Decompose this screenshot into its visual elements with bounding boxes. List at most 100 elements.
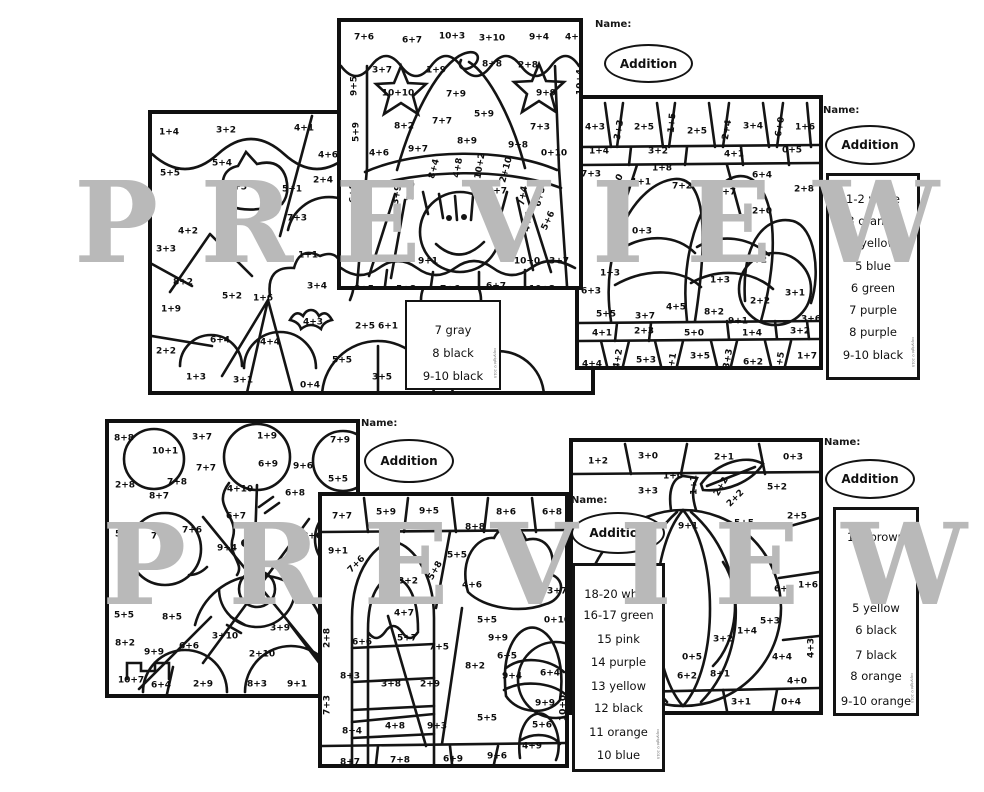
addition-label: Addition (841, 138, 899, 152)
candy-corn-icon (607, 177, 705, 323)
math-problem: 0+10 (543, 615, 569, 626)
math-problem: 0+3 (631, 226, 653, 237)
math-problem: 10+3 (528, 284, 556, 290)
math-problem: 5+5 (700, 231, 722, 242)
legend-item: 8 purple (849, 325, 897, 339)
math-problem: 7+5 (428, 642, 450, 653)
math-problem: 7+6 (181, 525, 203, 536)
math-problem: 7+7 (150, 531, 172, 542)
math-problem: 8+2 (464, 661, 486, 672)
math-problem: 5+9 (473, 109, 495, 120)
math-problem: 3+2 (647, 146, 669, 157)
math-problem: 9+1 (327, 546, 349, 557)
math-problem: 1+9 (160, 304, 182, 315)
math-problem: 2+9 (419, 679, 441, 690)
math-problem: 8+3 (339, 671, 361, 682)
math-problem: 6+8 (541, 507, 563, 518)
math-problem: 2+0 (751, 206, 773, 217)
math-problem: 1+6 (797, 580, 819, 591)
math-problem: 4+3 (806, 637, 817, 659)
math-problem: 1+4 (741, 328, 763, 339)
math-problem: 8+2 (703, 307, 725, 318)
math-problem: 6+7 (225, 511, 247, 522)
math-problem: 3+2 (789, 326, 811, 337)
legend-item: 13 yellow (590, 679, 646, 693)
math-problem: 3+10 (478, 33, 506, 44)
math-problem: 7+7 (195, 463, 217, 474)
math-problem: 3+3 (721, 348, 736, 370)
math-problem: 5+6 (531, 720, 553, 731)
pumpkin-stem (668, 474, 699, 512)
math-problem: 3+3 (637, 486, 659, 497)
name-label: Name: (595, 19, 632, 30)
math-problem: 5+8 (395, 284, 417, 290)
legend-item: 1-2 brown (847, 530, 905, 544)
math-problem: 2+7 (715, 187, 737, 198)
math-problem: 5+9 (351, 121, 362, 143)
math-problem: 6+8 (284, 488, 306, 499)
math-problem: 9+6 (292, 461, 314, 472)
math-problem: 8+5 (353, 284, 375, 290)
math-problem: 6+5 (533, 185, 548, 208)
math-problem: 5+7 (396, 633, 418, 644)
math-problem: 1+5 (226, 182, 248, 193)
math-problem: 3+1 (730, 697, 752, 708)
math-problem: 7+7 (331, 511, 353, 522)
math-problem: 2+2 (749, 296, 771, 307)
math-problem: 4+3 (302, 317, 324, 328)
math-problem: 2+5 (686, 126, 708, 137)
math-problem: 7+8 (166, 477, 188, 488)
math-problem: 1+6 (794, 122, 816, 133)
math-problem: 6+9 (442, 754, 464, 765)
math-problem: 7+5 (405, 180, 418, 202)
math-problem: 0+10 (540, 148, 568, 159)
math-problem: 4+1 (723, 149, 745, 160)
math-problem: 8+1 (709, 669, 731, 680)
math-problem: 3+6 (800, 314, 822, 325)
math-problem: 6+1 (377, 321, 399, 332)
math-problem: 8+6 (495, 507, 517, 518)
math-problem: 8+7 (486, 186, 508, 197)
math-problem: 0+4 (780, 697, 802, 708)
math-problem: 1+0 (607, 172, 626, 195)
math-problem: 5+5 (733, 518, 755, 529)
math-problem: 9+4 (216, 543, 238, 554)
legend-item: 8 black (432, 346, 474, 360)
math-problem: 2+3 (633, 326, 655, 337)
star-icon (372, 62, 430, 117)
math-problem: 4+6 (461, 580, 483, 591)
math-problem: 10+0 (513, 256, 541, 267)
math-problem: 9+3 (426, 721, 448, 732)
math-problem: 5+4 (211, 158, 233, 169)
legend-item: 1-2 white (846, 192, 900, 206)
math-problem: 6+3 (580, 286, 602, 297)
math-problem: 2+2 (725, 488, 747, 510)
math-problem: 5+1 (665, 352, 680, 370)
math-problem: 2+5 (354, 321, 376, 332)
math-problem: 2+8 (322, 627, 333, 649)
math-problem: 6+7 (401, 35, 423, 46)
math-problem: 3+7 (634, 311, 656, 322)
math-problem: 6+4 (209, 335, 231, 346)
addition-badge: Addition (364, 439, 454, 483)
math-problem: 1+9 (425, 65, 447, 76)
math-problem: 3+5 (371, 372, 393, 383)
legend-item: 7 black (855, 648, 897, 662)
math-problem: 2+5 (633, 122, 655, 133)
math-problem: 9+1 (727, 316, 749, 327)
name-label: Name: (824, 437, 861, 448)
math-problem: 10+1 (151, 446, 179, 457)
math-problem: 7+9 (329, 435, 351, 446)
math-problem: 10+10 (381, 88, 415, 99)
math-problem: 9+9 (535, 88, 557, 99)
math-problem: 2+4 (312, 175, 334, 186)
math-problem: 10+0 (558, 694, 569, 722)
star-icon (510, 60, 568, 115)
